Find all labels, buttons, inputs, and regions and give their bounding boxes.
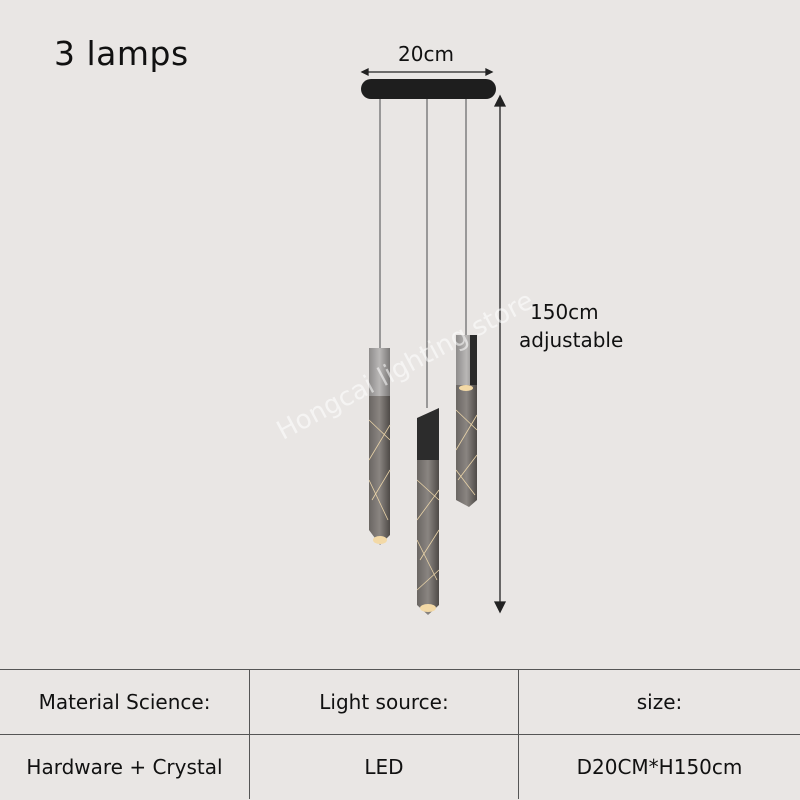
lamp-left — [368, 348, 391, 545]
pendant-lamp-illustration — [360, 67, 507, 615]
spec-table: Material Science: Light source: size: Ha… — [0, 669, 800, 799]
header-light-source: Light source: — [249, 669, 519, 735]
header-size: size: — [518, 669, 800, 735]
width-label: 20cm — [398, 42, 454, 66]
lamp-middle — [416, 408, 440, 615]
height-label: 150cm — [530, 300, 599, 324]
spec-header-row: Material Science: Light source: size: — [0, 669, 800, 735]
height-dimension-arrow — [493, 94, 507, 614]
value-material: Hardware + Crystal — [0, 734, 250, 799]
value-size: D20CM*H150cm — [518, 734, 800, 799]
width-dimension-arrow — [360, 67, 494, 77]
header-material: Material Science: — [0, 669, 250, 735]
value-light-source: LED — [249, 734, 519, 799]
product-title: 3 lamps — [54, 34, 189, 73]
spec-value-row: Hardware + Crystal LED D20CM*H150cm — [0, 734, 800, 799]
wires — [379, 99, 467, 408]
height-note: adjustable — [519, 328, 624, 352]
canopy — [361, 79, 496, 99]
lamp-right — [455, 335, 478, 507]
